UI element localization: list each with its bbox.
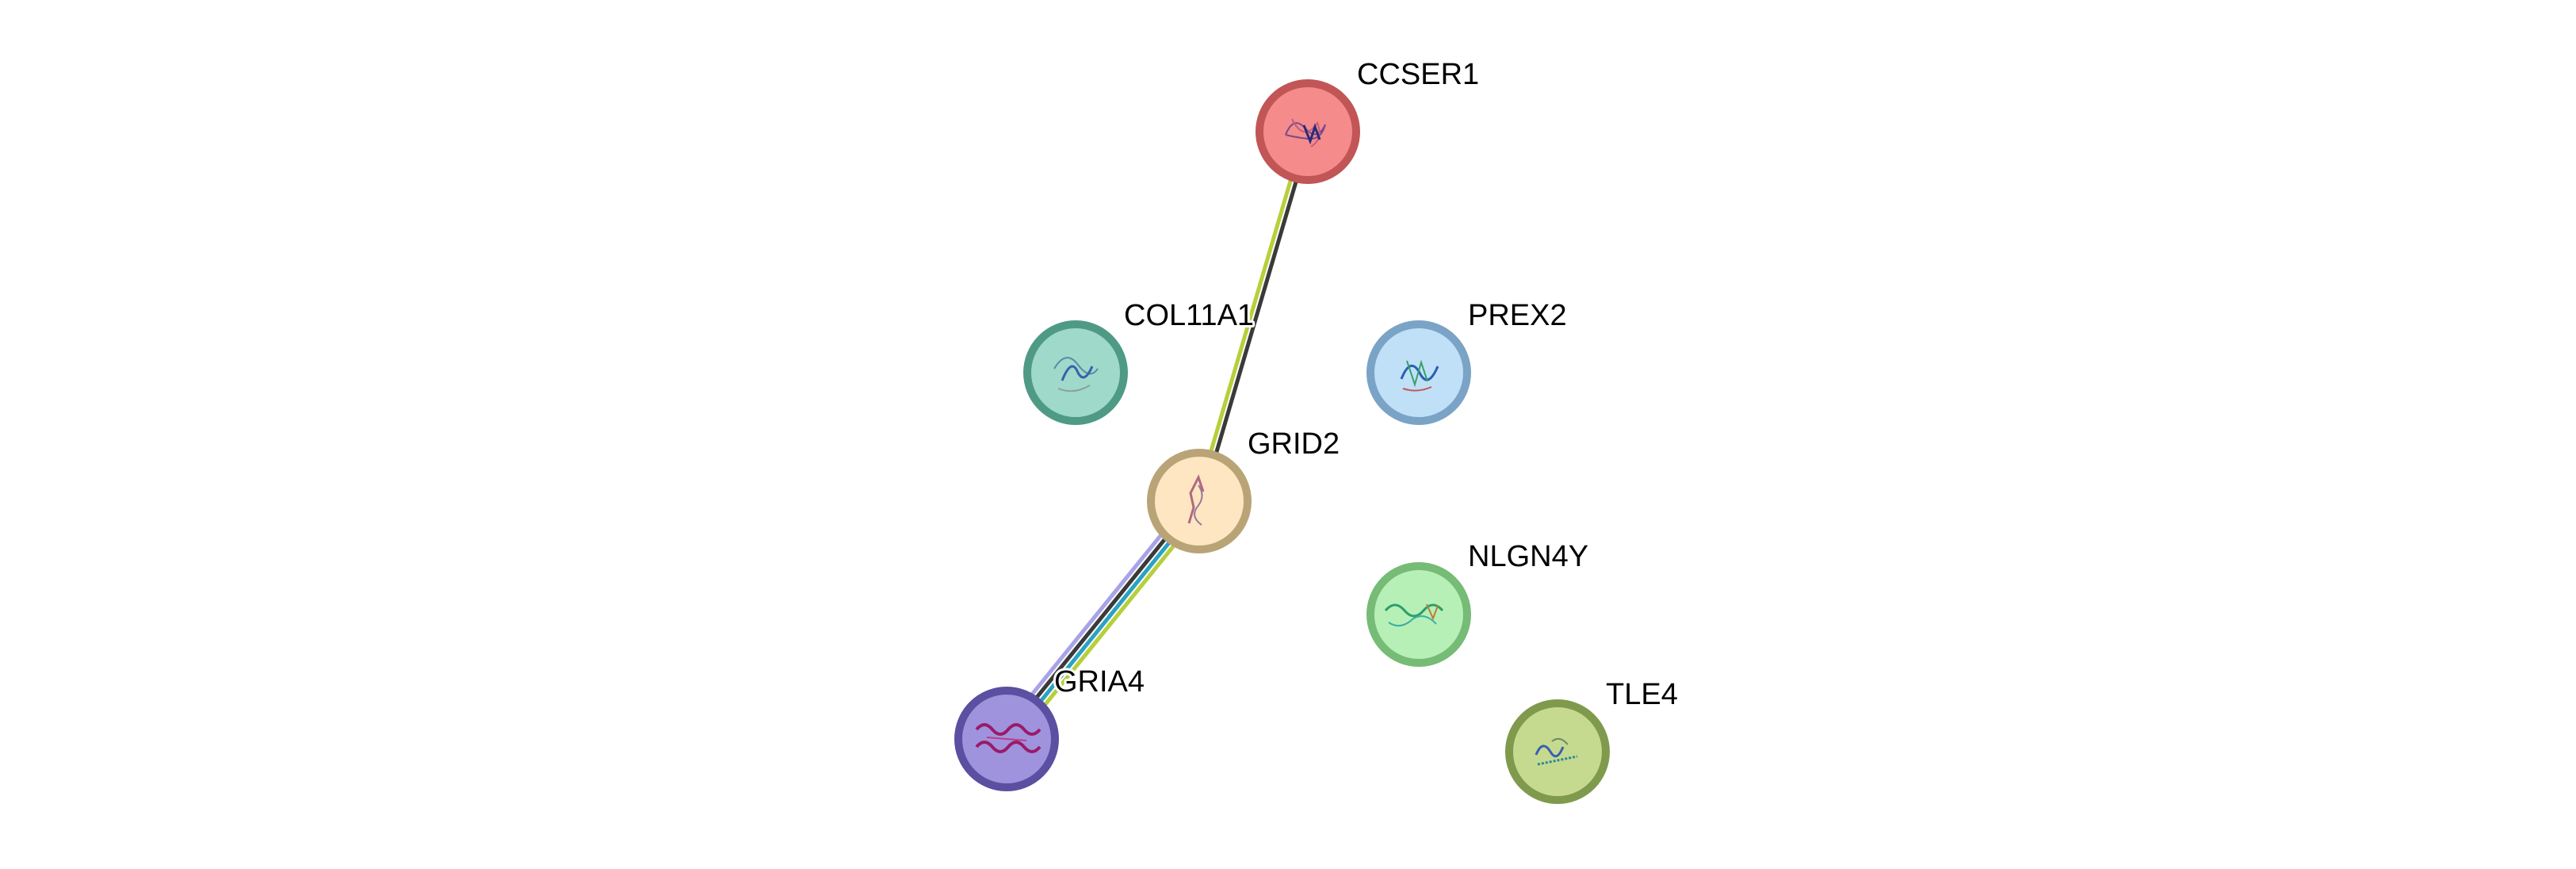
node-prex2-label: PREX2 — [1468, 299, 1567, 332]
node-ccser1-label: CCSER1 — [1357, 58, 1479, 91]
node-grid2-circle — [1147, 449, 1252, 553]
node-ccser1[interactable]: CCSER1 — [1256, 56, 1481, 184]
nodes-layer: CCSER1 COL11A1 PREX2 — [954, 56, 1680, 804]
node-tle4-circle — [1505, 699, 1610, 804]
node-grid2-label: GRID2 — [1248, 427, 1340, 461]
edge-evidence-line — [1199, 132, 1313, 503]
node-ccser1-structure-icon — [1285, 118, 1326, 147]
edge-ccser1-grid2[interactable] — [1194, 130, 1313, 503]
node-prex2-structure-icon — [1400, 359, 1439, 392]
node-nlgn4y-label: NLGN4Y — [1468, 540, 1588, 573]
node-nlgn4y[interactable]: NLGN4Y — [1366, 538, 1591, 667]
node-nlgn4y-structure-icon — [1384, 603, 1444, 627]
node-col11a1-label: COL11A1 — [1124, 299, 1254, 332]
node-col11a1-structure-icon — [1053, 357, 1099, 392]
edge-evidence-line — [1194, 130, 1308, 501]
node-tle4-label: TLE4 — [1606, 678, 1678, 711]
node-col11a1[interactable]: COL11A1 — [1023, 297, 1256, 425]
node-prex2[interactable]: PREX2 — [1366, 297, 1569, 425]
node-gria4-label: GRIA4 — [1054, 665, 1145, 699]
node-col11a1-circle — [1023, 320, 1128, 425]
node-gria4-structure-icon — [975, 723, 1041, 753]
node-tle4[interactable]: TLE4 — [1505, 676, 1680, 804]
node-grid2-structure-icon — [1187, 474, 1205, 526]
node-gria4[interactable]: GRIA4 — [954, 663, 1147, 791]
node-grid2[interactable]: GRID2 — [1147, 425, 1342, 553]
node-tle4-structure-icon — [1535, 737, 1578, 766]
